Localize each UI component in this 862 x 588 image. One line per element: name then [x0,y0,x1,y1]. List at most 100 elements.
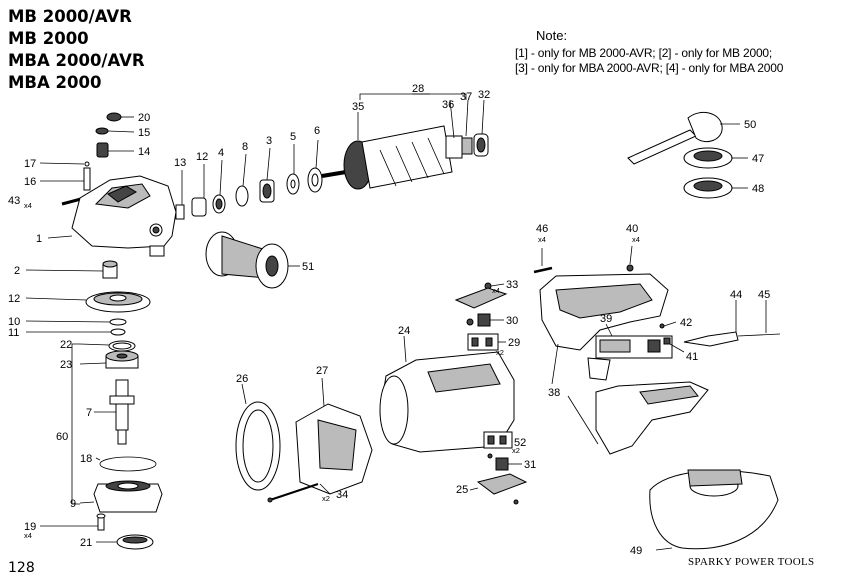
label-6: 6 [314,125,320,137]
label-11: 11 [8,327,19,339]
part-47-flange-shape [683,147,748,169]
part-41-shape [663,337,685,353]
part-12b-shape [191,164,207,217]
part-20-shape [106,112,134,122]
label-32: 32 [478,89,490,101]
part-9-flange-shape [79,480,163,513]
label-10: 10 [8,316,20,328]
part-32-bearing-shape [473,99,489,157]
label-22: 22 [60,339,72,351]
part-4-shape [212,159,226,214]
part-52-brush-shape [483,431,513,459]
part-45-cable-shape [737,300,781,337]
part-10-ring-shape [25,318,127,326]
model-4: MBA 2000 [8,73,102,92]
part-3-bearing-shape [259,147,275,203]
part-44-cable-guard-shape [683,300,739,347]
part-11-ring-shape [26,328,126,336]
part-40-screw-shape [626,245,634,272]
qty-34: x2 [322,494,330,503]
label-24: 24 [398,325,410,337]
label-31: 31 [524,459,536,471]
label-3: 3 [266,135,272,147]
part-5-washer-shape [286,144,300,195]
label-38: 38 [548,387,560,399]
label-47: 47 [752,153,764,165]
label-44: 44 [730,289,742,301]
label-13: 13 [174,157,186,169]
part-27-stator-shape [295,377,373,495]
part-48-nut-shape [683,177,748,199]
part-49-guard-shape [649,469,779,551]
label-42: 42 [680,317,692,329]
part-22-ring-shape [79,340,136,352]
label-29: 29 [508,337,520,349]
qty-40: x4 [632,235,640,244]
label-2: 2 [14,265,20,277]
label-20: 20 [138,112,150,124]
part-21-shape [96,534,154,550]
part-29-brush-shape [467,333,506,351]
label-35: 35 [352,101,364,113]
label-7: 7 [86,407,92,419]
part-31-shape [495,457,522,471]
label-49: 49 [630,545,642,557]
part-38-lower-handle-shape [567,381,709,455]
part-2-shape [25,260,118,279]
part-18-oring-shape [95,456,157,472]
part-26-ring-shape [235,383,281,491]
part-25-plate-shape [469,473,528,505]
part-51-handle-shape [205,231,300,289]
label-23: 23 [60,359,72,371]
model-3: MBA 2000/AVR [8,51,145,70]
part-60-bracket-shape [71,343,80,505]
page-number: 128 [8,560,35,576]
part-14-shape [96,142,134,158]
part-17-shape [39,161,90,167]
label-12: 12 [8,293,20,305]
part-6-clip-shape [307,139,323,193]
label-12b: 12 [196,151,208,163]
part-35-armature-shape [321,112,473,190]
part-30-shape [466,313,504,327]
label-30: 30 [506,315,518,327]
part-42-screw-shape [659,321,677,329]
label-16: 16 [24,176,36,188]
label-27: 27 [316,365,328,377]
label-28: 28 [412,83,424,95]
label-41: 41 [686,351,698,363]
label-21: 21 [80,537,92,549]
note-line-1: [1] - only for MB 2000-AVR; [2] - only f… [515,46,773,60]
label-45: 45 [758,289,770,301]
label-9: 9 [70,498,76,510]
leader-37 [465,99,469,137]
label-36: 36 [442,99,454,111]
label-34: 34 [336,489,348,501]
part-12-gear-shape [25,291,151,313]
note-title: Note: [536,28,568,43]
label-60: 60 [56,431,68,443]
part-19-shape [40,513,106,531]
label-15: 15 [138,127,150,139]
label-39: 39 [600,313,612,325]
label-17: 17 [24,158,36,170]
part-28-bracket-shape [359,93,467,100]
part-24-housing-shape [379,335,515,453]
qty-29: x2 [496,348,504,357]
part-34-screw-shape [267,483,331,503]
label-4: 4 [218,147,224,159]
note-line-2: [3] - only for MBA 2000-AVR; [4] - only … [515,61,784,75]
brand-footer: SPARKY POWER TOOLS [688,556,815,568]
model-2: MB 2000 [8,29,89,48]
label-37: 37 [460,91,472,103]
label-8: 8 [242,141,248,153]
part-23-bearing-shape [79,350,139,369]
part-46-screw-shape [533,248,553,274]
qty-33: x4 [492,286,500,295]
qty-19: x4 [24,531,32,540]
label-18: 18 [80,453,92,465]
label-51: 51 [302,261,314,273]
qty-46: x4 [538,235,546,244]
label-46: 46 [536,223,548,235]
